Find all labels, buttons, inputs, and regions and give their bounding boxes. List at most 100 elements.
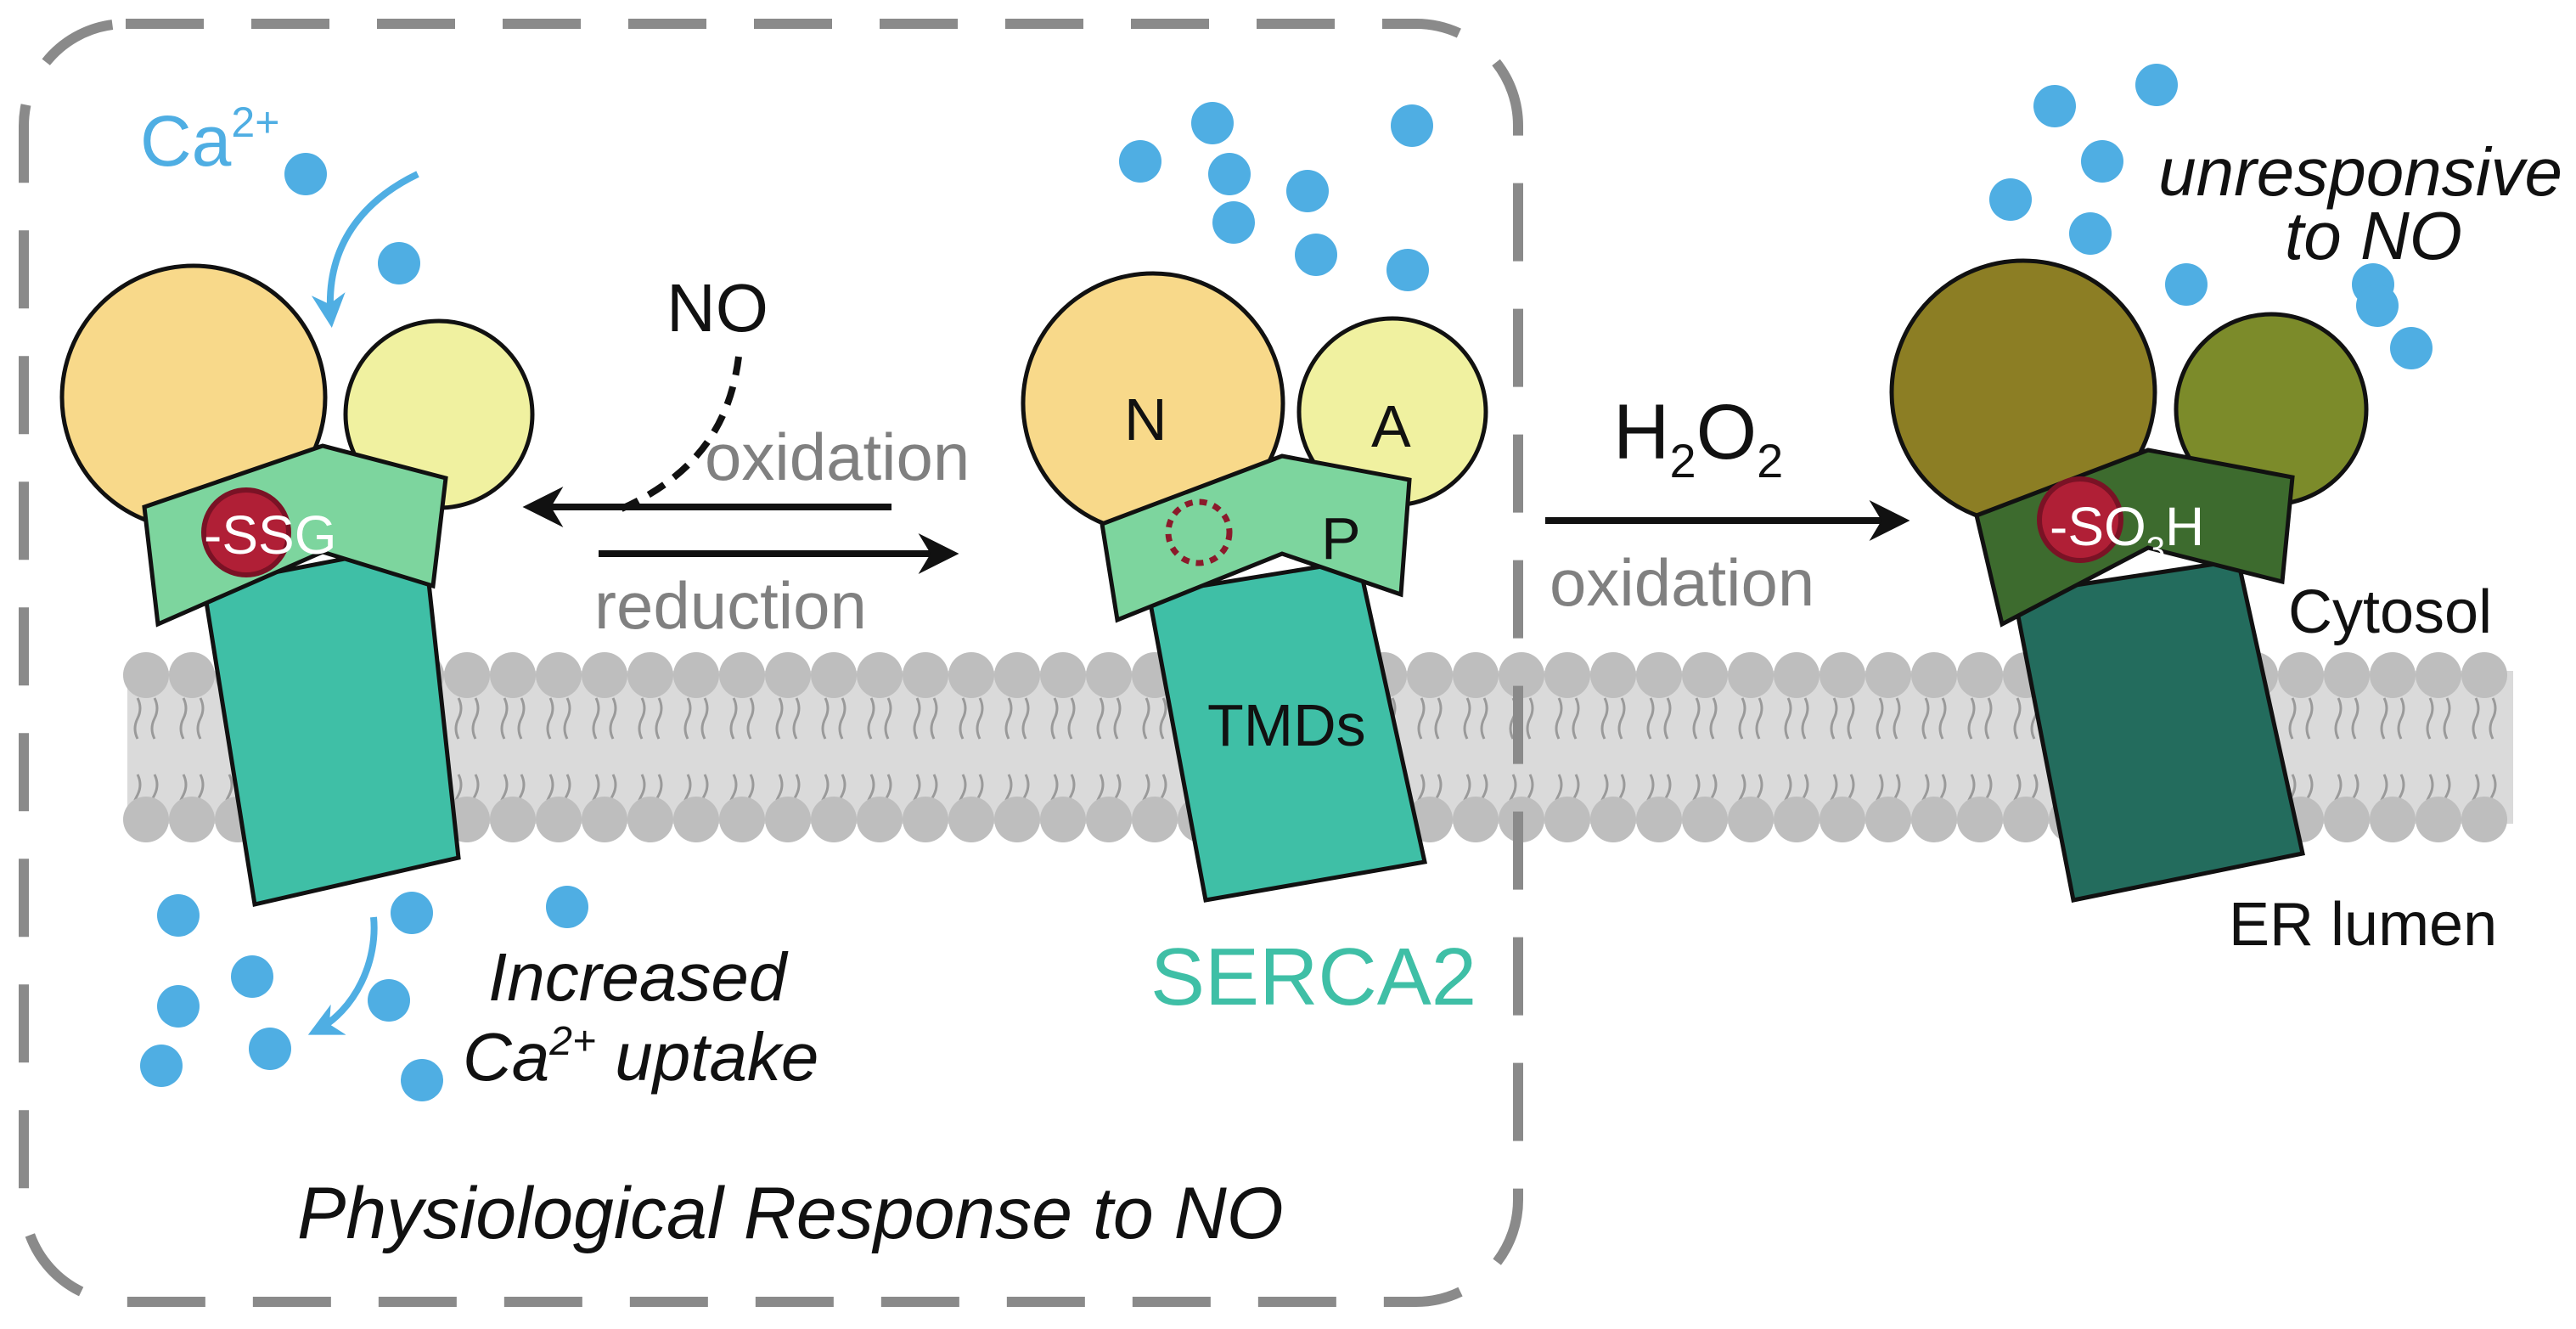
tm-domain-mid [1146, 558, 1428, 903]
calcium-ion [140, 1045, 183, 1087]
lipid-head [811, 652, 857, 698]
sulfonic-modification-dot [2037, 476, 2123, 563]
lipid-head [2324, 652, 2370, 698]
lipid-head [994, 797, 1040, 842]
lipid-head [1544, 652, 1590, 698]
calcium-ion [157, 985, 200, 1028]
lipid-tail [1463, 697, 1471, 802]
lipid-head [1590, 652, 1636, 698]
lipid-tail [1876, 697, 1884, 802]
lipid-tail [1784, 697, 1792, 802]
lipid-head [903, 797, 948, 842]
lipid-head [2416, 652, 2461, 698]
calcium-ion [2356, 284, 2399, 327]
calcium-ion [378, 242, 420, 284]
calcium-ion [1386, 249, 1429, 291]
p-domain-label: P [1321, 505, 1361, 572]
lipid-head [1957, 652, 2003, 698]
lipid-tail [454, 697, 463, 802]
lipid-tail [1967, 697, 1976, 802]
lipid-head [2416, 797, 2461, 842]
lipid-head [857, 652, 903, 698]
so3h-label: -SO3H [2050, 496, 2204, 568]
lipid-tail [1004, 697, 1013, 802]
lipid-head [2461, 797, 2507, 842]
calcium-ion [2135, 64, 2178, 106]
lipid-tail [1555, 697, 1563, 802]
lipid-tail [913, 697, 921, 802]
lipid-tail [1600, 697, 1609, 802]
h2o2-label: H2O2 [1613, 389, 1783, 487]
lipid-tail [546, 697, 554, 802]
lipid-head [1407, 652, 1453, 698]
lipid-head [994, 652, 1040, 698]
lipid-head [1728, 797, 1774, 842]
ca-entry-arrow [311, 171, 419, 328]
lipid-head [169, 797, 215, 842]
lipid-head [673, 797, 719, 842]
lipid-head [536, 652, 582, 698]
box-caption: Physiological Response to NO [297, 1173, 1284, 1254]
lipid-head [1820, 797, 1865, 842]
lipid-head [1728, 652, 1774, 698]
lipid-tail [2334, 697, 2343, 802]
lipid-tail [775, 697, 784, 802]
lipid-head [1774, 652, 1820, 698]
calcium-ion [1286, 170, 1329, 212]
lipid-tail [2472, 697, 2480, 802]
oxidation-label-right: oxidation [1550, 545, 1814, 620]
tm-domain-left [201, 541, 461, 908]
lipid-tail [1692, 697, 1701, 802]
lipid-head [903, 652, 948, 698]
cytosol-label: Cytosol [2288, 578, 2492, 646]
p-domain-left [142, 443, 448, 628]
lipid-head [673, 652, 719, 698]
lipid-tail [683, 697, 692, 802]
lipid-tail [867, 697, 875, 802]
lipid-head [1636, 652, 1682, 698]
glutathione-modification-dot [201, 487, 291, 577]
calcium-ion [2033, 85, 2076, 127]
calcium-ion [401, 1059, 443, 1101]
lipid-head [1865, 652, 1911, 698]
er-lumen-label: ER lumen [2229, 891, 2497, 959]
calcium-ion [1295, 234, 1337, 276]
lipid-head [1040, 797, 1086, 842]
lipid-tail [1646, 697, 1655, 802]
ca-uptake-arrow [307, 916, 378, 1035]
calcium-ion [1208, 153, 1251, 195]
no-label: NO [666, 270, 768, 346]
lipid-head [1453, 652, 1499, 698]
calcium-ion [2390, 327, 2433, 369]
lipid-head [1544, 797, 1590, 842]
lipid-head [1957, 797, 2003, 842]
lipid-head [627, 652, 673, 698]
calcium-ion [2069, 212, 2112, 255]
lipid-head [1682, 797, 1728, 842]
lipid-tail [959, 697, 967, 802]
lipid-tail [638, 697, 646, 802]
serca2-label: SERCA2 [1150, 932, 1476, 1022]
lipid-head [2003, 797, 2049, 842]
lipid-tail [1417, 697, 1426, 802]
lipid-head [1911, 652, 1957, 698]
lipid-head [1682, 652, 1728, 698]
lipid-head [444, 652, 490, 698]
serca2-reduced: N A P TMDs [1021, 271, 1488, 903]
lipid-tail [821, 697, 830, 802]
calcium-ion [546, 886, 588, 928]
lipid-head [948, 797, 994, 842]
lipid-tail [133, 697, 142, 802]
ssg-label: -SSG [204, 504, 336, 566]
lipid-head [582, 652, 627, 698]
lipid-head [1086, 652, 1132, 698]
cysteine-site-dotted [1165, 498, 1233, 566]
lipid-tail [1830, 697, 1838, 802]
lipid-head [857, 797, 903, 842]
tm-domain-right [2011, 558, 2305, 903]
lipid-tail [2013, 697, 2022, 802]
calcium-ion [157, 894, 200, 937]
lipid-head [2370, 797, 2416, 842]
calcium-ion [2081, 140, 2123, 183]
